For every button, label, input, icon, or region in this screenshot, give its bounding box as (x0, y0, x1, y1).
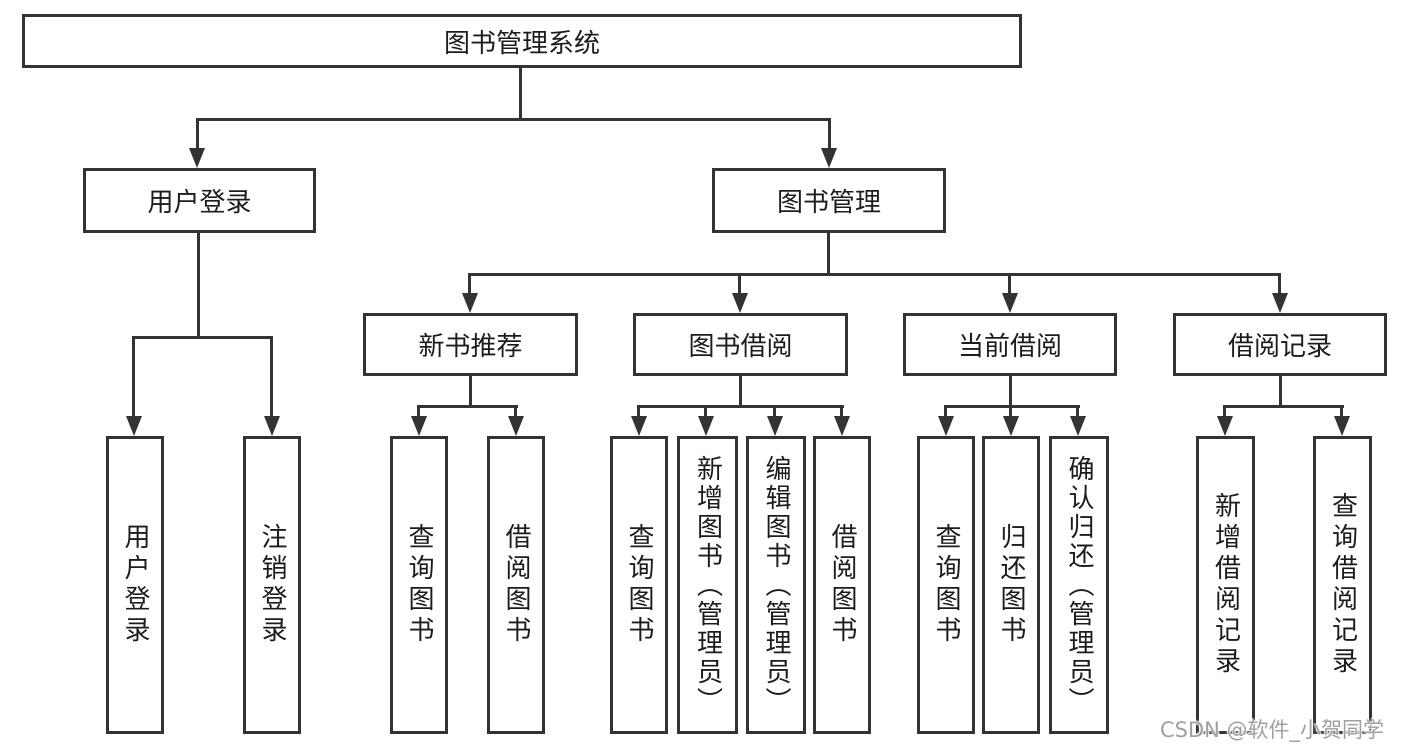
leaf-label: 编辑图书（管理员） (761, 454, 791, 716)
arrowhead-down (189, 148, 205, 168)
connector-line (1009, 376, 1012, 408)
connector-line (132, 336, 273, 339)
leaf-node-query-books-1: 查询图书 (390, 436, 448, 734)
connector-line (840, 405, 843, 419)
arrowhead-down (821, 148, 837, 168)
connector-line (469, 376, 472, 408)
connector-line (1278, 273, 1281, 296)
arrowhead-down (126, 416, 142, 436)
node-current-borrow-label: 当前借阅 (957, 332, 1062, 362)
connector-line (132, 336, 135, 419)
node-new-book-recommend: 新书推荐 (363, 313, 578, 376)
node-borrow-records: 借阅记录 (1173, 313, 1387, 376)
connector-line (1009, 405, 1012, 419)
leaf-node-borrow-books-1: 借阅图书 (487, 436, 545, 734)
connector-line (637, 405, 640, 419)
arrowhead-down (1003, 416, 1019, 436)
leaf-label: 查询借阅记录 (1327, 492, 1358, 678)
arrowhead-down (834, 416, 850, 436)
connector-line (1008, 273, 1011, 296)
connector-line (738, 273, 741, 296)
leaf-node-add-books-admin: 新增图书（管理员） (677, 436, 738, 734)
connector-line (196, 118, 199, 150)
leaf-label: 用户登录 (120, 523, 150, 647)
connector-line (519, 68, 522, 118)
connector-line (944, 405, 1080, 408)
node-user-login-label: 用户登录 (147, 188, 252, 218)
leaf-label: 注销登录 (257, 523, 287, 647)
leaf-node-borrow-books-2: 借阅图书 (813, 436, 871, 734)
node-new-book-recommend-label: 新书推荐 (418, 332, 523, 362)
node-root: 图书管理系统 (22, 14, 1022, 68)
leaf-node-logout: 注销登录 (243, 436, 301, 734)
node-book-management-label: 图书管理 (776, 188, 881, 218)
connector-line (417, 405, 420, 419)
leaf-label: 确认归还（管理员） (1064, 454, 1094, 716)
csdn-watermark: CSDN @软件_小贺同学 (1160, 718, 1385, 742)
connector-line (514, 405, 517, 419)
connector-line (828, 118, 831, 150)
arrowhead-down (462, 293, 478, 313)
connector-line (197, 233, 200, 338)
connector-line (704, 405, 707, 419)
node-borrow-records-label: 借阅记录 (1227, 332, 1332, 362)
leaf-node-add-borrow-record: 新增借阅记录 (1196, 436, 1255, 734)
connector-line (739, 376, 742, 408)
connector-line (417, 405, 518, 408)
leaf-node-user-login: 用户登录 (106, 436, 164, 734)
leaf-label: 查询图书 (404, 523, 434, 647)
arrowhead-down (732, 293, 748, 313)
arrowhead-down (1334, 416, 1350, 436)
leaf-label: 归还图书 (996, 523, 1026, 647)
leaf-node-query-books-2: 查询图书 (610, 436, 668, 734)
arrowhead-down (938, 416, 954, 436)
connector-line (944, 405, 947, 419)
connector-line (1076, 405, 1079, 419)
node-book-borrow: 图书借阅 (633, 313, 848, 376)
connector-line (827, 233, 830, 275)
connector-line (1279, 376, 1282, 408)
leaf-label: 借阅图书 (501, 523, 531, 647)
leaf-node-return-books: 归还图书 (982, 436, 1040, 734)
connector-line (1340, 405, 1343, 419)
leaf-label: 查询图书 (624, 523, 654, 647)
node-current-borrow: 当前借阅 (903, 313, 1117, 376)
arrowhead-down (631, 416, 647, 436)
arrowhead-down (767, 416, 783, 436)
leaf-label: 查询图书 (931, 523, 961, 647)
connector-line (773, 405, 776, 419)
arrowhead-down (1002, 293, 1018, 313)
node-root-label: 图书管理系统 (443, 28, 600, 59)
connector-line (637, 405, 844, 408)
connector-line (1223, 405, 1344, 408)
arrowhead-down (264, 416, 280, 436)
arrowhead-down (698, 416, 714, 436)
arrowhead-down (411, 416, 427, 436)
connector-line (1223, 405, 1226, 419)
arrowhead-down (1217, 416, 1233, 436)
leaf-label: 新增图书（管理员） (692, 454, 723, 716)
connector-line (468, 273, 471, 296)
leaf-node-query-books-3: 查询图书 (917, 436, 975, 734)
connector-line (468, 273, 1281, 276)
leaf-node-edit-books-admin: 编辑图书（管理员） (746, 436, 806, 734)
connector-line (270, 336, 273, 419)
node-user-login: 用户登录 (83, 168, 316, 233)
arrowhead-down (508, 416, 524, 436)
leaf-label: 借阅图书 (827, 523, 857, 647)
leaf-node-confirm-return-admin: 确认归还（管理员） (1049, 436, 1109, 734)
leaf-label: 新增借阅记录 (1210, 492, 1241, 678)
arrowhead-down (1272, 293, 1288, 313)
node-book-borrow-label: 图书借阅 (688, 332, 793, 362)
leaf-node-query-borrow-record: 查询借阅记录 (1313, 436, 1372, 734)
connector-line (196, 118, 831, 121)
node-book-management: 图书管理 (712, 168, 946, 233)
arrowhead-down (1070, 416, 1086, 436)
